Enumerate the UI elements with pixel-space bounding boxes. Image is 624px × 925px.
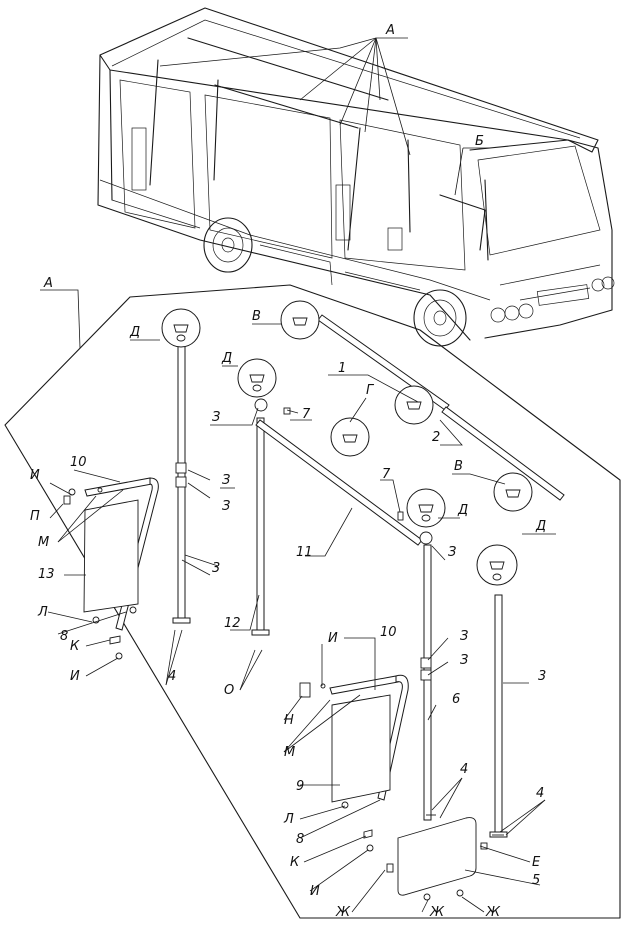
bus-illustration — [97, 7, 615, 347]
label-n10a: 10 — [70, 455, 87, 470]
label-n4b: 4 — [460, 762, 468, 777]
label-V2: В — [454, 459, 463, 474]
pole-3-right — [476, 544, 518, 838]
label-B-top: Б — [475, 134, 484, 149]
label-V1: В — [252, 309, 261, 324]
label-n3b: 3 — [538, 669, 546, 684]
pole-12 — [237, 358, 277, 636]
label-K1: К — [70, 639, 80, 654]
label-M2: М — [284, 745, 295, 760]
label-K2: К — [290, 855, 300, 870]
panel-5 — [386, 814, 504, 901]
label-n13: 13 — [38, 567, 55, 582]
label-I1: И — [30, 468, 40, 483]
label-G: Г — [366, 383, 375, 398]
label-L2: Л — [283, 812, 294, 827]
label-n4c: 4 — [536, 786, 544, 801]
label-Zh1: Ж — [335, 905, 351, 920]
label-E: Е — [532, 855, 541, 870]
label-n4a: 4 — [168, 669, 176, 684]
label-D3: Д — [535, 519, 546, 534]
label-Z5: З — [460, 629, 468, 644]
label-n3a: 3 — [212, 561, 220, 576]
rear-wheel — [203, 217, 253, 273]
label-Z4: З — [448, 545, 456, 560]
label-I4: И — [310, 884, 320, 899]
label-Z3: З — [222, 499, 230, 514]
pole-6 — [406, 488, 446, 821]
label-n12: 12 — [224, 616, 241, 631]
label-n8b: 8 — [296, 832, 304, 847]
callout-labels: Д Д Д Д В В Г З З З З З З 7 7 1 2 3 3 4 … — [30, 309, 546, 920]
label-P: П — [30, 509, 40, 524]
label-n2: 2 — [432, 430, 440, 445]
leader-lines — [47, 323, 556, 913]
label-n7a: 7 — [302, 407, 311, 422]
label-N: Н — [284, 713, 294, 728]
label-Zh3: Ж — [485, 905, 501, 920]
label-L1: Л — [37, 605, 48, 620]
label-I2: И — [70, 669, 80, 684]
label-A-detail: А — [43, 276, 53, 291]
panel-assembly-left — [63, 477, 159, 660]
detail-frame — [4, 284, 621, 919]
label-n11: 11 — [296, 545, 313, 560]
label-D4: Д — [457, 503, 468, 518]
label-n10b: 10 — [380, 625, 397, 640]
label-n1: 1 — [338, 361, 346, 376]
front-wheel — [413, 289, 467, 347]
label-Z6: З — [460, 653, 468, 668]
label-A-top: А — [385, 23, 395, 38]
label-n5: 5 — [532, 873, 540, 888]
label-Zh2: Ж — [429, 905, 445, 920]
rails-1-2 — [280, 300, 565, 512]
label-n9: 9 — [296, 779, 304, 794]
label-n8a: 8 — [60, 629, 68, 644]
label-n7b: 7 — [382, 467, 391, 482]
label-D2: Д — [221, 351, 232, 366]
label-M1: М — [38, 535, 49, 550]
panel-assembly-right — [299, 674, 409, 852]
label-D1: Д — [129, 325, 140, 340]
pole-3-left — [161, 308, 201, 624]
label-O: О — [224, 683, 234, 698]
label-n6: 6 — [452, 692, 460, 707]
label-I3: И — [328, 631, 338, 646]
label-Z1: З — [212, 410, 220, 425]
label-Z2: З — [222, 473, 230, 488]
